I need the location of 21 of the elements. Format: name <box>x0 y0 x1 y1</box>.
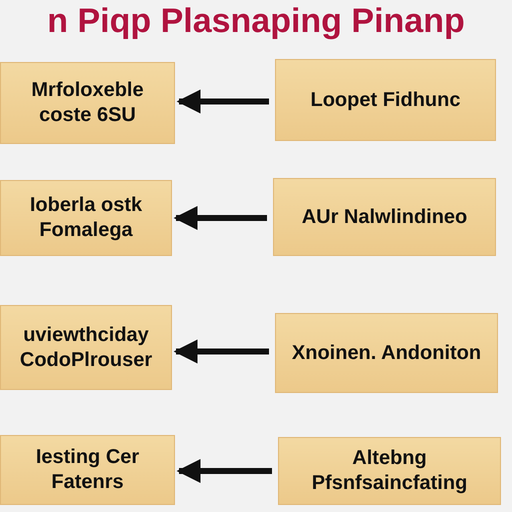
box-label: AUr Nalwlindineo <box>302 204 468 230</box>
process-box <box>0 305 172 390</box>
process-box <box>275 59 496 141</box>
box-label: Loopet Fidhunc <box>310 88 460 112</box>
box-label: Altebng Pfsnfsaincfating <box>310 446 468 496</box>
box-label: Iesting Cer Fatenrs <box>34 445 140 495</box>
process-box <box>273 178 496 256</box>
box-label: Xnoinen. Andoniton <box>292 340 482 366</box>
title: n Piqp Plasnaping Pinanp <box>46 2 466 41</box>
process-box <box>275 313 498 393</box>
box-label: Ioberla ostk Fomalega <box>28 193 144 243</box>
process-box <box>0 180 172 256</box>
process-box <box>0 435 175 505</box>
arrow <box>174 340 269 364</box>
arrow <box>174 206 267 230</box>
process-box <box>0 62 175 144</box>
box-label: uviewthciday CodoPlrouser <box>18 322 154 372</box>
arrow <box>176 90 269 114</box>
arrow <box>176 459 272 483</box>
box-label: Mrfoloxeble coste 6SU <box>30 78 145 128</box>
process-box <box>278 437 501 505</box>
